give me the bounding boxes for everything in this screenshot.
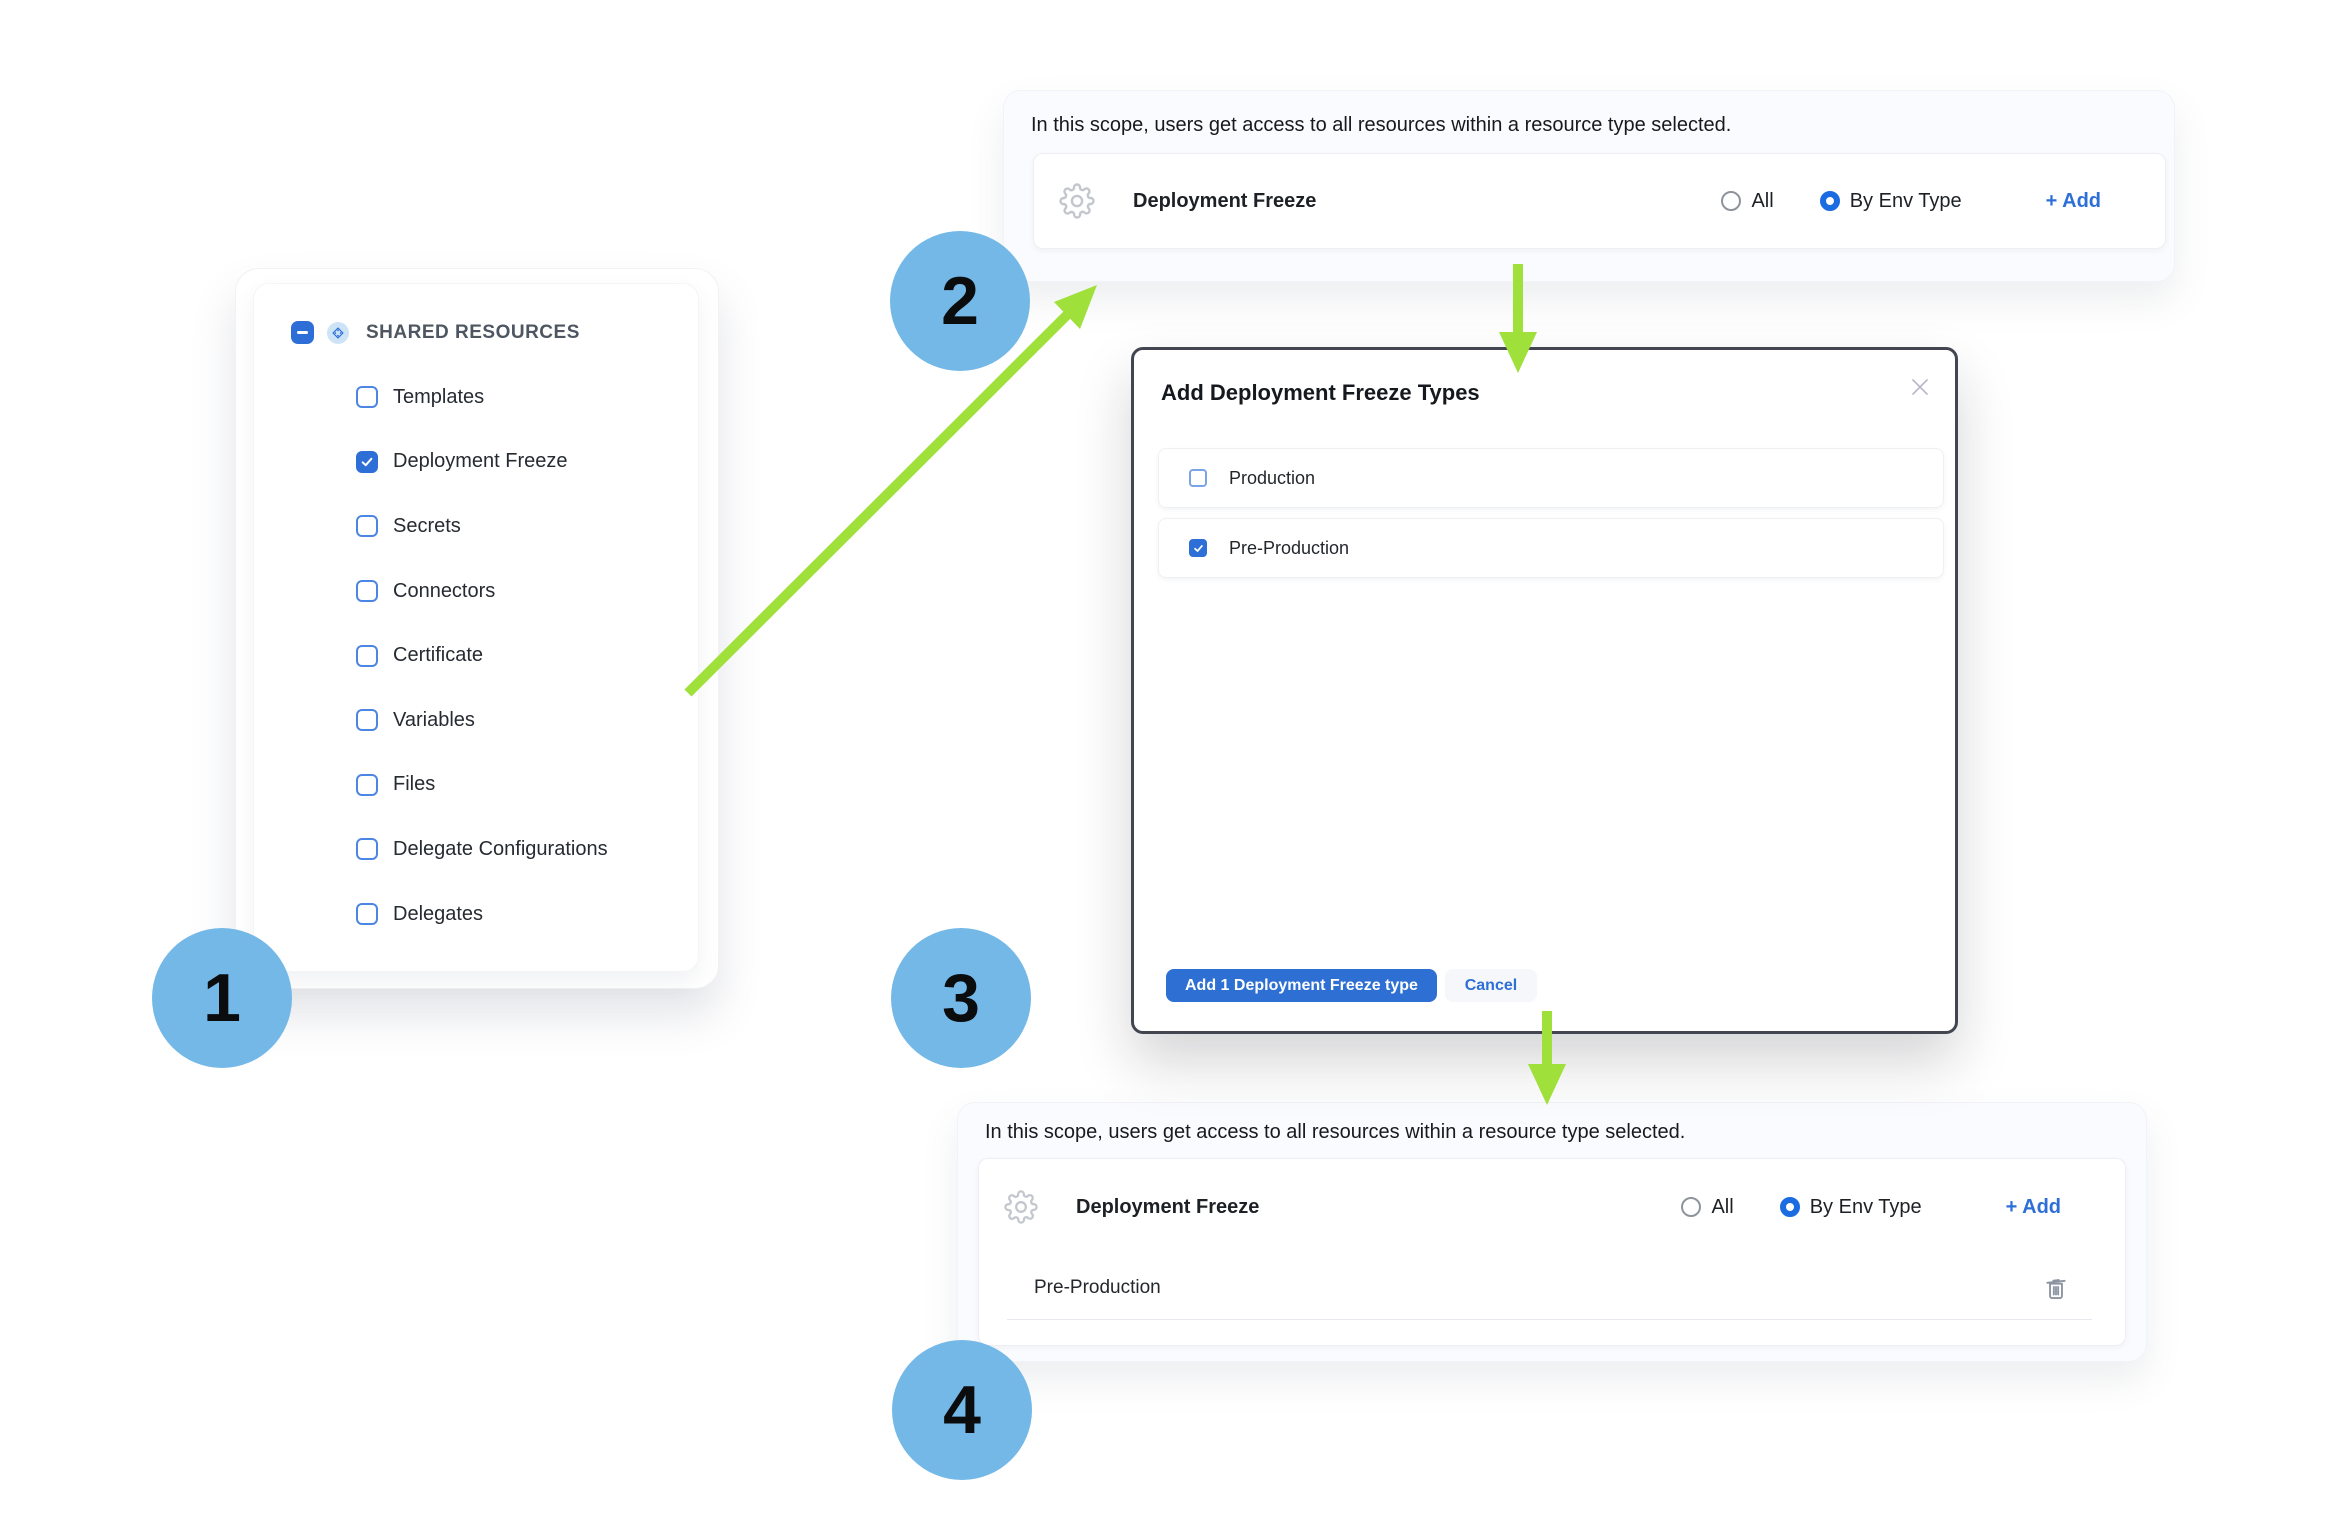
checkbox-deployment-freeze[interactable] (356, 450, 378, 473)
add-deployment-freeze-modal: Add Deployment Freeze Types Production P… (1131, 347, 1958, 1034)
list-item-delegates[interactable]: Delegates (356, 882, 608, 947)
scope-description-bottom: In this scope, users get access to all r… (985, 1121, 1686, 1143)
checkbox-variables[interactable] (356, 709, 378, 732)
gear-icon (1004, 1190, 1038, 1224)
checkbox-delegates[interactable] (356, 903, 378, 926)
trash-icon[interactable] (2043, 1275, 2069, 1301)
list-item-secrets[interactable]: Secrets (356, 494, 608, 559)
freeze-type-row-production[interactable]: Production (1158, 448, 1944, 508)
label-files: Files (393, 773, 436, 796)
radio-all-bottom[interactable] (1681, 1197, 1702, 1217)
close-icon[interactable] (1907, 374, 1933, 400)
row-divider (1007, 1319, 2092, 1320)
checkbox-certificate[interactable] (356, 644, 378, 667)
label-secrets: Secrets (393, 514, 461, 537)
resource-checkbox-list: Templates Deployment Freeze Secrets Conn… (356, 365, 608, 946)
gear-icon (1059, 183, 1095, 219)
shared-resources-title: SHARED RESOURCES (366, 321, 580, 343)
resource-type-label-bottom: Deployment Freeze (1076, 1195, 1260, 1218)
label-pre-production: Pre-Production (1229, 537, 1350, 558)
shared-resources-header: SHARED RESOURCES (291, 321, 580, 344)
label-variables: Variables (393, 708, 475, 731)
add-link-bottom[interactable]: + Add (2005, 1195, 2061, 1218)
checkbox-secrets[interactable] (356, 515, 378, 538)
label-templates: Templates (393, 385, 485, 408)
list-item-files[interactable]: Files (356, 753, 608, 818)
resource-type-card: Deployment Freeze All By Env Type + Add (1033, 153, 2166, 249)
list-item-certificate[interactable]: Certificate (356, 623, 608, 688)
radio-all-label[interactable]: All (1751, 189, 1774, 212)
label-delegates: Delegates (393, 902, 484, 925)
checkbox-pre-production[interactable] (1189, 539, 1207, 557)
checkbox-files[interactable] (356, 773, 378, 796)
label-certificate: Certificate (393, 644, 484, 667)
label-connectors: Connectors (393, 579, 496, 602)
cancel-button[interactable]: Cancel (1444, 969, 1537, 1002)
step-badge-3: 3 (891, 928, 1031, 1068)
scope-panel-top: In this scope, users get access to all r… (1003, 90, 2175, 282)
radio-by-env-type-label[interactable]: By Env Type (1849, 189, 1962, 212)
scope-description: In this scope, users get access to all r… (1031, 114, 1732, 136)
resource-type-row: Deployment Freeze All By Env Type + Add (1034, 154, 2165, 248)
step-badge-1: 1 (152, 928, 292, 1068)
checkbox-connectors[interactable] (356, 580, 378, 603)
resource-type-card-bottom: Deployment Freeze All By Env Type + Add … (978, 1158, 2126, 1346)
shared-resources-checkbox[interactable] (291, 321, 314, 344)
step-badge-4: 4 (892, 1340, 1032, 1480)
shared-resources-icon (327, 321, 349, 344)
modal-title: Add Deployment Freeze Types (1161, 380, 1480, 405)
list-item-deployment-freeze[interactable]: Deployment Freeze (356, 430, 608, 495)
freeze-type-row-pre-production[interactable]: Pre-Production (1158, 518, 1944, 578)
resource-type-row-bottom: Deployment Freeze All By Env Type + Add (979, 1159, 2125, 1255)
label-delegate-configurations: Delegate Configurations (393, 837, 608, 860)
selected-env-type-label: Pre-Production (1034, 1277, 1161, 1298)
checkbox-production[interactable] (1189, 469, 1207, 487)
add-link[interactable]: + Add (2045, 189, 2101, 212)
scope-panel-bottom: In this scope, users get access to all r… (957, 1102, 2147, 1362)
step-badge-2: 2 (890, 231, 1030, 371)
list-item-templates[interactable]: Templates (356, 365, 608, 430)
radio-by-env-type-bottom[interactable] (1779, 1197, 1800, 1217)
resource-type-label: Deployment Freeze (1133, 189, 1317, 212)
arrow-panel1-to-panel2 (684, 285, 1097, 697)
list-item-variables[interactable]: Variables (356, 688, 608, 753)
list-item-delegate-configurations[interactable]: Delegate Configurations (356, 817, 608, 882)
shared-resources-panel: SHARED RESOURCES Templates Deployment Fr… (253, 283, 699, 972)
label-deployment-freeze: Deployment Freeze (393, 450, 568, 473)
indeterminate-mark (297, 331, 308, 334)
selected-env-type-row: Pre-Production (979, 1255, 2125, 1321)
radio-by-env-type-label-bottom[interactable]: By Env Type (1809, 1195, 1922, 1218)
freeze-type-list: Production Pre-Production (1158, 448, 1944, 578)
checkbox-templates[interactable] (356, 386, 378, 409)
add-freeze-type-button[interactable]: Add 1 Deployment Freeze type (1166, 969, 1437, 1002)
modal-actions: Add 1 Deployment Freeze type Cancel (1166, 969, 1537, 1002)
checkbox-delegate-configurations[interactable] (356, 838, 378, 861)
radio-all[interactable] (1721, 191, 1742, 211)
list-item-connectors[interactable]: Connectors (356, 559, 608, 624)
radio-all-label-bottom[interactable]: All (1711, 1195, 1734, 1218)
radio-by-env-type[interactable] (1819, 191, 1840, 211)
label-production: Production (1229, 467, 1316, 488)
